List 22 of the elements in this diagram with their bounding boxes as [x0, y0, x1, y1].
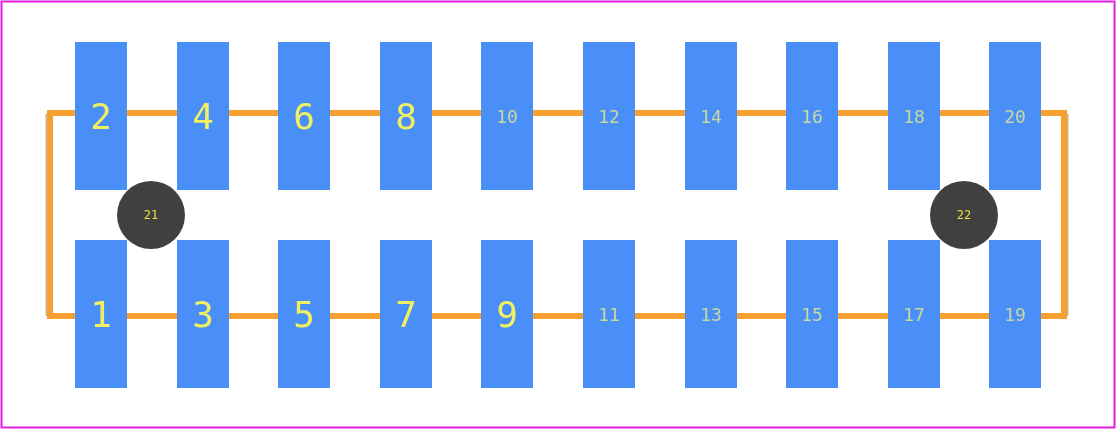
pad: 19: [989, 240, 1041, 388]
pad: 11: [583, 240, 635, 388]
pad: 6: [278, 42, 330, 190]
pad: 18: [888, 42, 940, 190]
mounting-hole: 22: [930, 181, 998, 249]
pad: 10: [481, 42, 533, 190]
pad: 13: [685, 240, 737, 388]
pad: 12: [583, 42, 635, 190]
pad: 7: [380, 240, 432, 388]
pad: 17: [888, 240, 940, 388]
pad: 1: [75, 240, 127, 388]
pad: 14: [685, 42, 737, 190]
pad: 4: [177, 42, 229, 190]
pad: 16: [786, 42, 838, 190]
pad: 9: [481, 240, 533, 388]
pad: 5: [278, 240, 330, 388]
pad: 8: [380, 42, 432, 190]
pad: 2: [75, 42, 127, 190]
pad: 15: [786, 240, 838, 388]
mounting-hole: 21: [117, 181, 185, 249]
pad: 3: [177, 240, 229, 388]
pad: 20: [989, 42, 1041, 190]
